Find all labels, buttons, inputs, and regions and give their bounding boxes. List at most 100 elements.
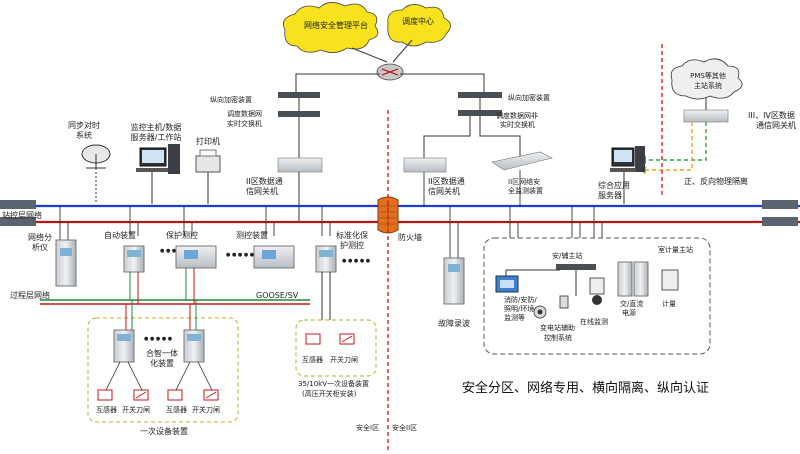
acdc-power-label-1: 交/直流 [620, 299, 643, 308]
online-monitor-label: 在线监测 [580, 317, 608, 326]
ct-icon-2 [167, 389, 183, 401]
fire-security-device-icon [495, 275, 519, 293]
primary-wiring [105, 361, 213, 391]
ellipsis-dots-1: ● ● ● ● ● [160, 248, 189, 254]
auto-device-label: 自动装置 [104, 230, 136, 240]
fire-security-label-3: 监测等 [504, 313, 525, 322]
dispatch-rt-switch-device [278, 111, 320, 117]
switch-icon-2 [203, 389, 219, 401]
satellite-dish-icon [81, 144, 111, 169]
merging-unit-left [113, 329, 135, 363]
fire-security-label-2: 照明/环境 [504, 304, 534, 313]
zone34-gateway-label-2: 通信网关机 [756, 120, 796, 130]
physical-isolation-label: 正、反向物理隔离 [684, 176, 748, 186]
online-monitor-icon [589, 277, 605, 305]
dispatch-rt-switch-label-2: 实时交换机 [227, 119, 262, 128]
zone2-security-monitor-device [491, 151, 553, 171]
primary-equipment-group [87, 317, 239, 423]
auto-device-cabinet [123, 245, 145, 273]
security-platform-cloud: 网络安全管理平台 [282, 2, 379, 53]
zone2-gateway-left-label-2: 信网关机 [246, 186, 278, 196]
ct-label-1: 互感器 [96, 405, 117, 414]
switch-icon-3 [339, 333, 355, 345]
metering-label: 计量 [662, 299, 676, 308]
pms-cloud: PMS等其他 主站系统 [670, 58, 743, 100]
station-switch-right-top [762, 200, 798, 209]
zone1-label: 安全I区 [356, 423, 379, 432]
zone34-gateway-label-1: III、IV区数据 [748, 110, 795, 120]
ct-label-2: 互感器 [166, 405, 187, 414]
firewall-label: 防火墙 [398, 232, 422, 242]
switch-icon-1 [133, 389, 149, 401]
mv-equipment-group [295, 319, 377, 377]
pms-label-1: PMS等其他 [690, 71, 726, 80]
measurement-control-label: 测控装置 [236, 230, 268, 240]
mv-label-2: (高压开关柜安装) [302, 389, 357, 398]
zone2-gateway-right-label-1: II区数据通 [428, 176, 465, 186]
dispatch-center-cloud: 调度中心 [387, 4, 451, 47]
station-switch-right-bottom [762, 217, 798, 226]
switch-label-1: 开关刀闸 [122, 405, 150, 414]
merging-unit-label-2: 化装置 [150, 358, 174, 368]
aux-host-label: 安/辅主站 [552, 251, 582, 260]
dispatch-nrt-switch-device [458, 110, 502, 116]
monitor-host-label-2: 服务器/工作站 [131, 132, 182, 142]
dispatch-rt-switch-label-1: 调度数据网 [227, 109, 262, 118]
network-analyzer-label-2: 析仪 [32, 242, 48, 252]
vertical-encrypt-right-device [458, 92, 502, 98]
printer-icon [195, 149, 221, 173]
switch-label-2: 开关刀闸 [192, 405, 220, 414]
integrated-app-server-icon [610, 146, 645, 172]
sensor-icon [559, 295, 569, 309]
security-principles-slogan: 安全分区、网络专用、横向隔离、纵向认证 [462, 380, 709, 396]
vertical-encrypt-left-label: 纵向加密装置 [210, 95, 252, 104]
pms-label-2: 主站系统 [694, 81, 722, 90]
aux-host-switch [556, 264, 596, 270]
protection-control-panel [175, 245, 217, 269]
integrated-app-server-label-2: 服务器 [598, 190, 622, 200]
network-analyzer-cabinet [55, 239, 77, 287]
merging-unit-label-1: 合智一体 [146, 348, 178, 358]
station-network-bus [0, 200, 800, 226]
integrated-app-server-label-1: 综合应用 [598, 180, 630, 190]
ct-icon-3 [305, 333, 321, 345]
measurement-control-panel [253, 245, 295, 269]
vertical-encrypt-right-label: 纵向加密装置 [508, 93, 550, 102]
bay-drop-lines [59, 206, 331, 240]
acdc-power-label-2: 电源 [622, 308, 636, 317]
aux-control-label-1: 变电站辅助 [540, 323, 575, 332]
mv-label-1: 35/10kV一次设备装置 [298, 379, 369, 388]
time-sync-label-1: 同步对时 [68, 120, 100, 130]
fault-recorder-label: 故障录波 [438, 318, 470, 328]
network-analyzer-label-1: 网络分 [28, 232, 52, 242]
fire-security-label-1: 消防/安防/ [504, 295, 537, 304]
zone2-label: 安全II区 [392, 423, 417, 432]
zone2-drop-lines [423, 170, 603, 258]
station-switch-left-top [0, 200, 36, 209]
time-sync-label-2: 系统 [76, 130, 92, 140]
ct-icon-1 [97, 389, 113, 401]
dispatch-nrt-switch-label-1: 调度数据网非 [496, 111, 538, 120]
protection-control-label: 保护测控 [166, 230, 198, 240]
printer-label: 打印机 [196, 136, 220, 146]
dispatch-center-label: 调度中心 [402, 16, 434, 26]
monitor-host-icon [136, 144, 180, 174]
standard-protection-label-1: 标准化保 [336, 230, 368, 240]
fault-recorder-cabinet [443, 257, 465, 305]
zone2-gateway-right-device [403, 157, 447, 173]
standard-protection-label-2: 护测控 [340, 240, 364, 250]
standard-protection-cabinet [315, 245, 337, 273]
zone2-security-monitor-label-2: 全监测装置 [508, 186, 543, 195]
station-switch-left-bottom [0, 217, 36, 226]
zone34-gateway-device [683, 109, 729, 123]
metering-host-label: 室计量主站 [658, 245, 693, 254]
core-router-icon [376, 63, 404, 81]
zone2-gateway-right-label-2: 信网关机 [428, 186, 460, 196]
acdc-power-cabinet [617, 261, 649, 297]
aux-systems-group [483, 237, 711, 355]
switch-label-3: 开关刀闸 [330, 355, 358, 364]
zone2-security-monitor-label-1: II区网络安 [508, 177, 540, 186]
process-network-label: 过程层网络 [10, 290, 50, 300]
